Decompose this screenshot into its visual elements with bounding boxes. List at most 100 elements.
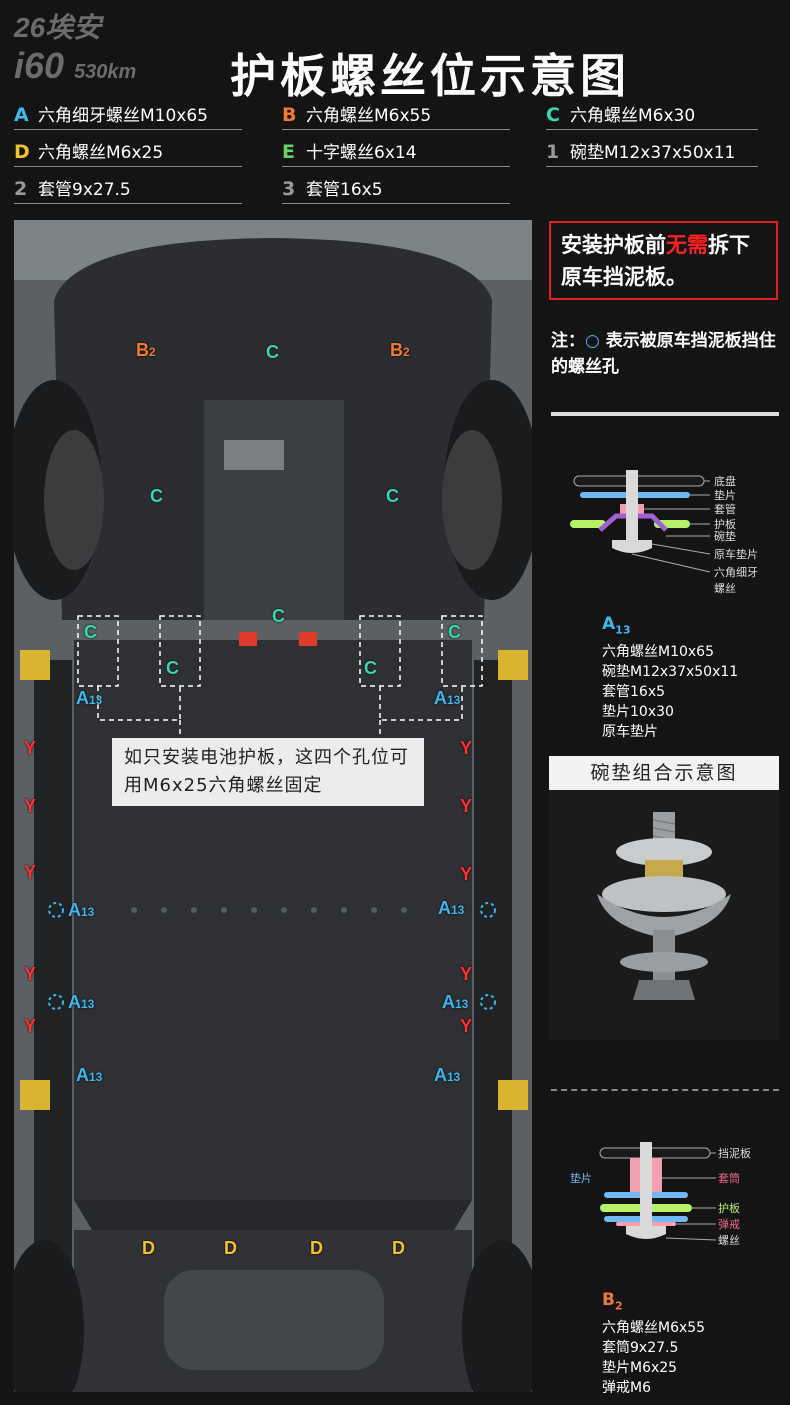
marker-y-right-2: Y (460, 796, 473, 816)
marker-d-2: D (224, 1238, 237, 1258)
legend-item-a: A 六角细牙螺丝M10x65 (14, 102, 242, 130)
model-line1: 26埃安 (14, 12, 102, 43)
marker-y-right-1: Y (460, 738, 473, 758)
b2-spec-list: B2 六角螺丝M6x55 套筒9x27.5 垫片M6x25 弹戒M6 (602, 1288, 705, 1398)
d2-label-3: 护板 (718, 1201, 740, 1215)
legend-code: A (14, 104, 29, 126)
a13-spec-1: 碗垫M12x37x50x11 (602, 664, 739, 681)
legend-text: 套管9x27.5 (38, 180, 131, 200)
marker-a13-right-1: A13 (434, 688, 461, 708)
b2-spec-3: 弹戒M6 (602, 1380, 651, 1397)
marker-a13-right-2: A13 (438, 898, 465, 918)
legend-item-c: C 六角螺丝M6x30 (546, 102, 758, 130)
marker-a13-right-3: A13 (442, 992, 469, 1012)
d1-label-2: 套管 (714, 502, 736, 516)
marker-a13-right-4: A13 (434, 1065, 461, 1085)
b2-spec-1: 套筒9x27.5 (602, 1340, 679, 1357)
a13-spec-list: A13 六角螺丝M10x65 碗垫M12x37x50x11 套管16x5 垫片1… (602, 612, 738, 742)
page-title: 护板螺丝位示意图 (230, 49, 630, 103)
marker-y-left-2: Y (24, 796, 37, 816)
marker-b2-left: B2 (136, 340, 156, 360)
washer-photo (549, 790, 779, 1040)
a13-spec-4: 原车垫片 (602, 724, 658, 741)
d1-label-3: 护板 (714, 517, 736, 531)
legend-code: D (14, 141, 30, 163)
marker-d-3: D (310, 1238, 323, 1258)
legend-item-1: 1 碗垫M12x37x50x11 (546, 139, 758, 167)
legend-item-3: 3 套管16x5 (282, 176, 510, 204)
legend-text: 十字螺丝6x14 (306, 143, 417, 163)
marker-c-box3: C (364, 658, 377, 678)
warning-highlight: 无需 (666, 233, 708, 257)
d1-label-0: 底盘 (714, 474, 736, 488)
legend-item-e: E 十字螺丝6x14 (282, 139, 510, 167)
note-text: 表示被原车挡泥板挡住的螺丝孔 (551, 331, 776, 377)
washer-assembly-illustration (597, 812, 731, 1000)
legend-item-b: B 六角螺丝M6x55 (282, 102, 510, 130)
legend-text: 碗垫M12x37x50x11 (570, 143, 736, 163)
d2-label-5: 螺丝 (718, 1234, 740, 1247)
marker-a13-left-3: A13 (68, 992, 95, 1012)
battery-shield-note: 如只安装电池护板，这四个孔位可用M6x25六角螺丝固定 (112, 738, 424, 806)
warning-text-1: 安装护板前 (561, 233, 666, 257)
marker-a13-left-1: A13 (76, 688, 103, 708)
marker-y-left-5: Y (24, 1016, 37, 1036)
marker-y-left-3: Y (24, 862, 37, 882)
d1-label-7: 螺丝 (714, 582, 736, 595)
marker-c-center: C (272, 606, 285, 626)
a13-assembly-diagram: 底盘 垫片 套管 护板 碗垫 原车垫片 六角细牙 螺丝 (570, 470, 758, 595)
legend-text: 六角细牙螺丝M10x65 (38, 106, 208, 126)
marker-c-left: C (150, 486, 163, 506)
dashed-ring-icon: ○ (585, 331, 600, 351)
underbody-illustration (14, 220, 532, 1392)
legend-item-d: D 六角螺丝M6x25 (14, 139, 242, 167)
model-name: i60 (14, 45, 65, 86)
a13-spec-title: A13 (602, 614, 631, 637)
marker-a13-left-4: A13 (76, 1065, 103, 1085)
legend-code: 1 (546, 141, 560, 163)
legend-item-2: 2 套管9x27.5 (14, 176, 242, 204)
warning-box: 安装护板前无需拆下原车挡泥板。 (549, 221, 778, 300)
d1-label-5: 原车垫片 (714, 547, 758, 561)
d2-label-4: 弹戒 (718, 1217, 740, 1231)
ring-note: 注：○ 表示被原车挡泥板挡住的螺丝孔 (551, 328, 776, 380)
d2-label-2: 套筒 (718, 1171, 740, 1185)
b2-spec-0: 六角螺丝M6x55 (602, 1320, 706, 1337)
marker-y-left-1: Y (24, 738, 37, 758)
marker-y-right-4: Y (460, 964, 473, 984)
marker-d-4: D (392, 1238, 405, 1258)
legend-text: 六角螺丝M6x25 (38, 143, 164, 163)
note-prefix: 注： (551, 331, 585, 351)
b2-spec-2: 垫片M6x25 (602, 1360, 678, 1377)
model-line2: i60 530km (14, 44, 136, 94)
marker-c-box2: C (166, 658, 179, 678)
model-badge: 26埃安 i60 530km (14, 12, 136, 94)
marker-c-box1: C (84, 622, 97, 642)
divider (551, 412, 779, 416)
legend-code: 3 (282, 178, 296, 200)
legend-text: 六角螺丝M6x30 (570, 106, 696, 126)
marker-c-right: C (386, 486, 399, 506)
legend-code: E (282, 141, 295, 163)
marker-y-right-3: Y (460, 864, 473, 884)
legend-code: C (546, 104, 560, 126)
legend-code: B (282, 104, 297, 126)
d1-label-1: 垫片 (714, 488, 736, 502)
underbody-photo: B2 C B2 C C C C C C C A13 A13 A13 A13 A1… (14, 220, 532, 1392)
marker-c-box4: C (448, 622, 461, 642)
d1-label-6: 六角细牙 (714, 566, 758, 579)
a13-spec-3: 垫片10x30 (602, 704, 674, 721)
marker-d-1: D (142, 1238, 155, 1258)
marker-a13-left-2: A13 (68, 900, 95, 920)
warning-text-2: 拆下原车挡泥板。 (561, 233, 750, 289)
a13-spec-0: 六角螺丝M10x65 (602, 644, 714, 661)
b2-assembly-diagram: 挡泥板 垫片 套筒 护板 弹戒 螺丝 (570, 1142, 751, 1247)
legend-text: 套管16x5 (306, 180, 383, 200)
legend-code: 2 (14, 178, 28, 200)
legend-text: 六角螺丝M6x55 (306, 106, 432, 126)
d1-label-4: 碗垫 (714, 529, 736, 543)
model-range: 530km (74, 61, 137, 83)
d2-label-1: 垫片 (570, 1171, 592, 1185)
dashed-divider (551, 1089, 779, 1091)
marker-b2-right: B2 (390, 340, 410, 360)
